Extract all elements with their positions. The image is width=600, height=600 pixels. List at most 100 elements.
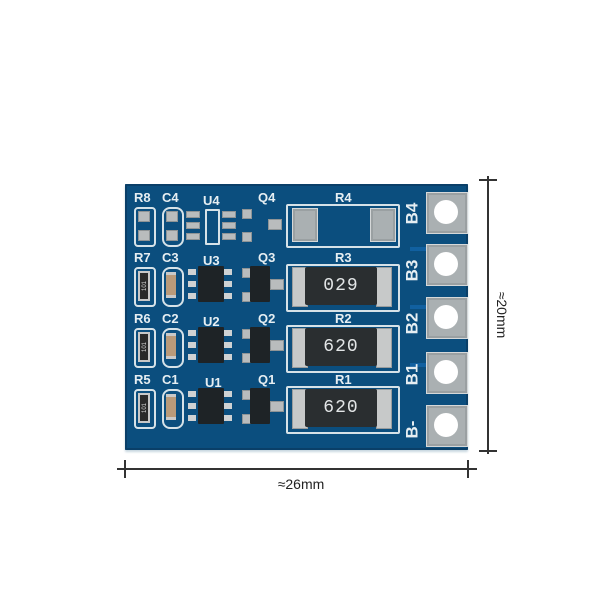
r1-end [376, 389, 392, 429]
r1-code: 620 [323, 398, 359, 418]
label-u1: U1 [205, 375, 222, 390]
u1-pin [188, 415, 196, 421]
u2-pin [224, 342, 232, 348]
u2-pin [188, 342, 196, 348]
width-dimension-line [117, 468, 477, 470]
u4-pad [186, 222, 200, 229]
label-r8: R8 [134, 190, 151, 205]
label-q1: Q1 [258, 372, 276, 387]
c2-capacitor [166, 333, 176, 359]
terminal-label-b1: B1 [402, 363, 422, 386]
c4-pad [166, 230, 178, 241]
r4-pad [370, 208, 396, 242]
height-dimension-label: ≈20mm [494, 291, 510, 339]
q2-transistor [250, 327, 270, 363]
u3-pin [188, 281, 196, 287]
terminal-label-b-minus: B- [402, 420, 422, 439]
u2-pin [224, 354, 232, 360]
height-dimension-tick-bottom [479, 450, 497, 452]
c4-pad [166, 211, 178, 222]
terminal-label-b2: B2 [402, 312, 422, 335]
terminal-hole-b-minus [434, 413, 458, 437]
c3-capacitor [166, 272, 176, 298]
q3-transistor [250, 266, 270, 302]
u3-pin [224, 281, 232, 287]
r2-end [376, 328, 392, 368]
terminal-hole-b3 [434, 252, 458, 276]
u1-pin [224, 415, 232, 421]
height-dimension-line [487, 176, 489, 454]
u1-pin [188, 391, 196, 397]
u2-pin [188, 354, 196, 360]
terminal-hole-b2 [434, 305, 458, 329]
u3-chip [198, 266, 224, 302]
r2-outline [286, 325, 400, 373]
r7-outline [134, 267, 156, 307]
r8-pad [138, 211, 150, 222]
c4-outline [162, 207, 184, 247]
u4-pad [222, 211, 236, 218]
r2-resistor [305, 328, 377, 366]
u1-chip [198, 388, 224, 424]
u3-pin [188, 293, 196, 299]
r7-resistor: 101 [138, 271, 150, 301]
label-r4: R4 [335, 190, 352, 205]
label-q3: Q3 [258, 250, 276, 265]
u4-pad [186, 211, 200, 218]
u1-pin [224, 403, 232, 409]
label-u2: U2 [203, 314, 220, 329]
c1-outline [162, 389, 184, 429]
u4-outline [205, 209, 220, 245]
q2-pad [270, 340, 284, 351]
label-u3: U3 [203, 253, 220, 268]
u4-pad [186, 233, 200, 240]
terminal-hole-b4 [434, 200, 458, 224]
u2-pin [224, 330, 232, 336]
u4-pad [222, 222, 236, 229]
label-r1: R1 [335, 372, 352, 387]
label-c4: C4 [162, 190, 179, 205]
width-dimension-tick-left [124, 460, 126, 478]
label-q4: Q4 [258, 190, 276, 205]
r1-outline [286, 386, 400, 434]
r8-pad [138, 230, 150, 241]
label-r2: R2 [335, 311, 352, 326]
terminal-label-b3: B3 [402, 259, 422, 282]
label-c2: C2 [162, 311, 179, 326]
terminal-pad-b1 [426, 352, 468, 394]
r3-resistor [305, 267, 377, 305]
width-dimension-label: ≈26mm [277, 476, 325, 492]
label-u4: U4 [203, 193, 220, 208]
terminal-hole-b1 [434, 360, 458, 384]
r6-resistor: 101 [138, 332, 150, 362]
u3-pin [224, 293, 232, 299]
q4-pad [242, 232, 252, 242]
label-r3: R3 [335, 250, 352, 265]
r1-resistor [305, 389, 377, 427]
q3-pad [270, 279, 284, 290]
r3-outline [286, 264, 400, 312]
u1-pin [188, 403, 196, 409]
c2-outline [162, 328, 184, 368]
u2-chip [198, 327, 224, 363]
label-r5: R5 [134, 372, 151, 387]
r2-code: 620 [323, 337, 359, 357]
q1-pad [270, 401, 284, 412]
label-q2: Q2 [258, 311, 276, 326]
r4-pad [292, 208, 318, 242]
u3-pin [224, 269, 232, 275]
width-dimension-tick-right [467, 460, 469, 478]
u2-pin [188, 330, 196, 336]
q1-transistor [250, 388, 270, 424]
label-r6: R6 [134, 311, 151, 326]
r8-outline [134, 207, 156, 247]
r4-outline [286, 204, 400, 248]
q4-pad [242, 209, 252, 219]
u4-pad [222, 233, 236, 240]
c3-outline [162, 267, 184, 307]
u3-pin [188, 269, 196, 275]
u1-pin [224, 391, 232, 397]
r5-resistor: 101 [138, 393, 150, 423]
label-c3: C3 [162, 250, 179, 265]
terminal-label-b4: B4 [402, 202, 422, 225]
